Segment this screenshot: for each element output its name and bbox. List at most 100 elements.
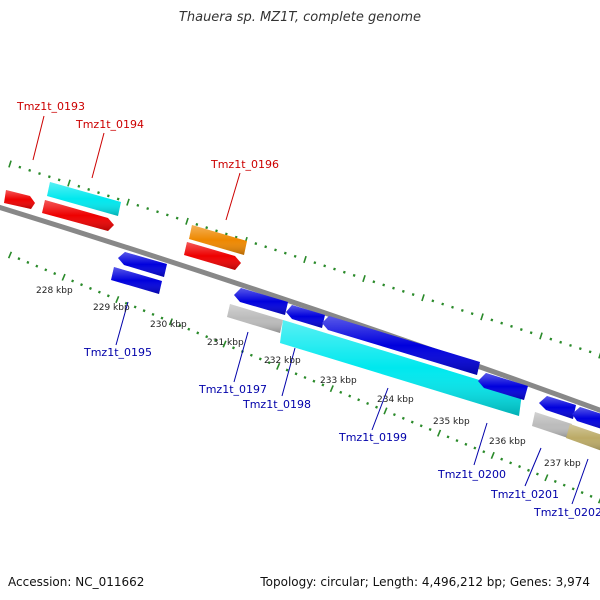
- minor-tick: [500, 457, 504, 461]
- minor-tick: [446, 435, 450, 439]
- major-tick: [544, 474, 549, 482]
- major-tick: [421, 294, 425, 302]
- feature-tmz1t-0196-upper[interactable]: [189, 225, 247, 255]
- minor-tick: [142, 309, 146, 313]
- minor-tick: [428, 427, 432, 431]
- minor-tick: [441, 302, 445, 306]
- major-tick: [61, 273, 66, 281]
- page-title: Thauera sp. MZ1T, complete genome: [178, 10, 422, 25]
- feature-tmz1t-0195-upper[interactable]: [118, 252, 167, 277]
- gene-label-tmz1t-0196[interactable]: Tmz1t_0196: [210, 158, 279, 171]
- feature-tmz1t-0198-blue[interactable]: [286, 305, 325, 328]
- minor-tick: [254, 242, 258, 246]
- minor-tick: [339, 390, 343, 394]
- major-tick: [222, 340, 227, 348]
- minor-tick: [97, 290, 101, 294]
- minor-tick: [57, 178, 61, 182]
- minor-tick: [35, 264, 39, 268]
- minor-tick: [53, 272, 57, 276]
- minor-tick: [342, 270, 346, 274]
- kbp-label-237: 237 kbp: [544, 459, 581, 469]
- minor-tick: [410, 420, 414, 424]
- gene-label-tmz1t-0200[interactable]: Tmz1t_0200: [437, 468, 506, 481]
- minor-tick: [455, 439, 459, 443]
- minor-tick: [482, 450, 486, 454]
- feature-tmz1t-0194-lower[interactable]: [42, 200, 114, 231]
- kbp-label-229: 229 kbp: [93, 303, 130, 313]
- minor-tick: [372, 280, 376, 284]
- minor-tick: [133, 305, 137, 309]
- genome-backbone: [0, 204, 600, 413]
- gene-label-tmz1t-0201[interactable]: Tmz1t_0201: [490, 488, 559, 501]
- minor-tick: [348, 394, 352, 398]
- minor-tick: [392, 413, 396, 417]
- minor-tick: [323, 264, 327, 268]
- minor-tick: [411, 293, 415, 296]
- gene-label-tmz1t-0198[interactable]: Tmz1t_0198: [242, 398, 311, 411]
- minor-tick: [382, 283, 386, 287]
- minor-tick: [549, 337, 553, 341]
- feature-tmz1t-0201-blue[interactable]: [539, 396, 576, 419]
- minor-tick: [283, 251, 287, 255]
- minor-tick: [214, 338, 218, 342]
- minor-tick: [431, 299, 435, 303]
- minor-tick: [205, 335, 209, 339]
- kbp-label-234: 234 kbp: [377, 395, 414, 405]
- feature-tmz1t-0196-lower[interactable]: [184, 242, 241, 270]
- feature-tmz1t-0193[interactable]: [4, 190, 35, 209]
- kbp-label-235: 235 kbp: [433, 417, 470, 427]
- minor-tick: [451, 305, 454, 309]
- feature-tmz1t-0198-cyan[interactable]: [280, 320, 522, 416]
- feature-tmz1t-0202-olive[interactable]: [566, 424, 600, 452]
- major-tick: [598, 352, 600, 359]
- minor-tick: [264, 245, 268, 249]
- feature-tmz1t-0197-grey[interactable]: [227, 304, 283, 333]
- minor-tick: [205, 226, 209, 230]
- minor-tick: [195, 223, 199, 226]
- gene-label-tmz1t-0202[interactable]: Tmz1t_0202: [533, 506, 600, 519]
- minor-tick: [535, 472, 539, 476]
- minor-tick: [151, 312, 155, 316]
- minor-tick: [116, 197, 120, 201]
- gene-label-tmz1t-0197[interactable]: Tmz1t_0197: [198, 383, 267, 396]
- minor-tick: [303, 375, 307, 380]
- feature-tmz1t-0199-blue[interactable]: [322, 316, 480, 375]
- minor-tick: [464, 442, 468, 446]
- kbp-label-236: 236 kbp: [489, 437, 526, 447]
- feature-tmz1t-0194-upper[interactable]: [47, 182, 121, 216]
- gene-label-tmz1t-0199[interactable]: Tmz1t_0199: [338, 431, 407, 444]
- kbp-label-230: 230 kbp: [150, 320, 187, 330]
- minor-tick: [419, 424, 423, 428]
- minor-tick: [294, 372, 298, 376]
- major-tick: [8, 160, 12, 168]
- feature-tmz1t-0200-blue[interactable]: [478, 373, 528, 400]
- minor-tick: [215, 229, 218, 233]
- major-tick: [490, 451, 495, 459]
- minor-tick: [401, 416, 405, 420]
- feature-tmz1t-0197-upper[interactable]: [234, 288, 288, 315]
- gene-label-tmz1t-0193[interactable]: Tmz1t_0193: [16, 100, 85, 113]
- minor-tick: [232, 346, 235, 350]
- accession-text: Accession: NC_011662: [8, 575, 145, 589]
- outer-tick-row: [8, 160, 600, 359]
- minor-tick: [18, 165, 22, 169]
- minor-tick: [509, 461, 513, 465]
- feature-tmz1t-0201-grey[interactable]: [532, 412, 572, 438]
- feature-tmz1t-0202-blue[interactable]: [572, 407, 600, 430]
- minor-tick: [569, 343, 572, 347]
- minor-tick: [366, 401, 370, 406]
- minor-tick: [518, 465, 522, 469]
- feature-tmz1t-0195-lower[interactable]: [111, 267, 162, 294]
- major-tick: [383, 407, 388, 415]
- major-tick: [437, 429, 442, 437]
- minor-tick: [160, 316, 164, 320]
- gene-label-tmz1t-0195[interactable]: Tmz1t_0195: [83, 346, 152, 359]
- minor-tick: [26, 260, 30, 264]
- gene-label-tmz1t-0194[interactable]: Tmz1t_0194: [75, 118, 144, 131]
- major-tick: [597, 497, 600, 504]
- minor-tick: [165, 213, 169, 217]
- minor-tick: [578, 347, 582, 351]
- minor-tick: [106, 294, 110, 298]
- major-tick: [329, 385, 334, 393]
- minor-tick: [136, 203, 140, 207]
